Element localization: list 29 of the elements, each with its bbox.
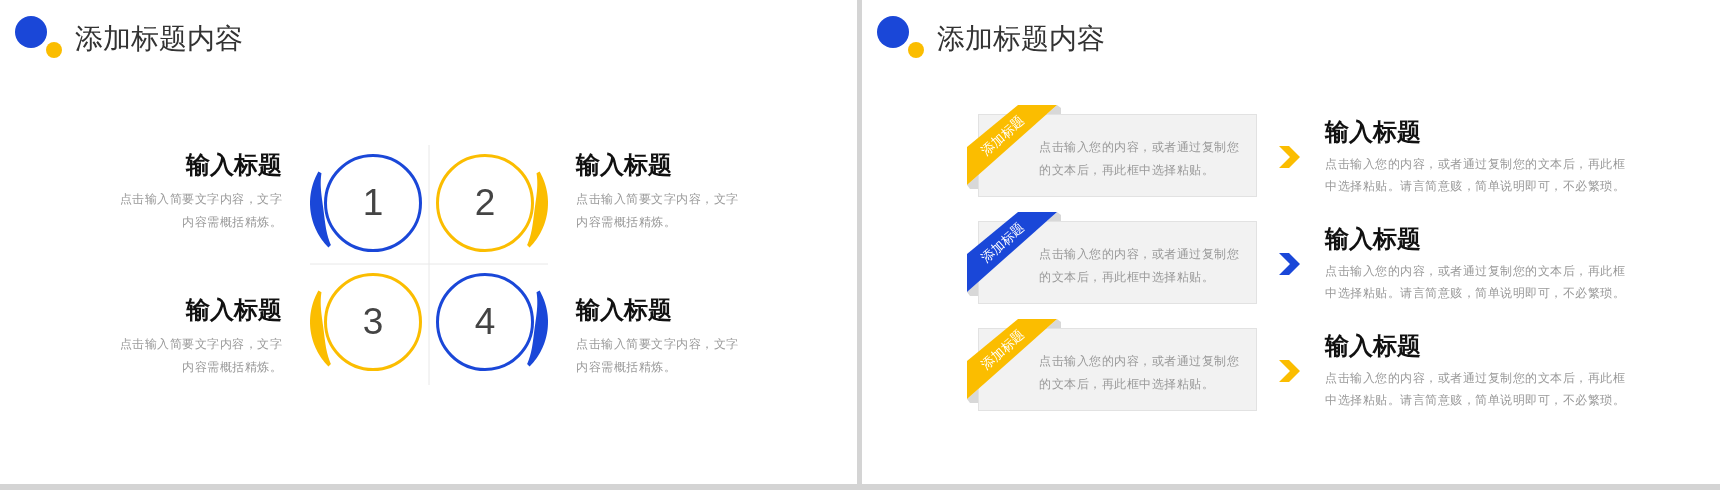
card-text: 点击输入您的内容，或者通过复制您的文本后，再此框中选择粘贴。 xyxy=(1039,246,1240,286)
text-card xyxy=(978,221,1257,304)
step-description: 点击输入简要文字内容，文字内容需概括精炼。 xyxy=(576,336,740,376)
item-heading: 输入标题 xyxy=(1325,331,1421,361)
step-heading: 输入标题 xyxy=(576,295,672,325)
step-number: 1 xyxy=(362,182,384,224)
step-number: 3 xyxy=(362,301,384,343)
text-card xyxy=(978,328,1257,411)
item-heading: 输入标题 xyxy=(1325,224,1421,254)
item-heading: 输入标题 xyxy=(1325,117,1421,147)
item-description: 点击输入您的内容，或者通过复制您的文本后，再此框中选择粘贴。请言简意赅，简单说明即可，不必繁琐。 xyxy=(1325,263,1626,302)
step-description: 点击输入简要文字内容，文字内容需概括精炼。 xyxy=(118,191,282,231)
item-description: 点击输入您的内容，或者通过复制您的文本后，再此框中选择粘贴。请言简意赅，简单说明即可，不必繁琐。 xyxy=(1325,370,1626,409)
step-number: 2 xyxy=(474,182,496,224)
step-number: 4 xyxy=(474,301,496,343)
item-description: 点击输入您的内容，或者通过复制您的文本后，再此框中选择粘贴。请言简意赅，简单说明即可，不必繁琐。 xyxy=(1325,156,1626,195)
card-text: 点击输入您的内容，或者通过复制您的文本后，再此框中选择粘贴。 xyxy=(1039,139,1240,179)
card-text: 点击输入您的内容，或者通过复制您的文本后，再此框中选择粘贴。 xyxy=(1039,353,1240,393)
ribbon-label: 添加标题 xyxy=(977,326,1029,374)
ribbon-label: 添加标题 xyxy=(977,219,1029,267)
step-description: 点击输入简要文字内容，文字内容需概括精炼。 xyxy=(576,191,740,231)
step-heading: 输入标题 xyxy=(576,150,672,180)
step-heading: 输入标题 xyxy=(186,150,282,180)
slide-title: 添加标题内容 xyxy=(75,23,243,55)
slide-title: 添加标题内容 xyxy=(937,23,1105,55)
step-heading: 输入标题 xyxy=(186,295,282,325)
step-description: 点击输入简要文字内容，文字内容需概括精炼。 xyxy=(118,336,282,376)
text-card xyxy=(978,114,1257,197)
ribbon-label: 添加标题 xyxy=(977,112,1029,160)
